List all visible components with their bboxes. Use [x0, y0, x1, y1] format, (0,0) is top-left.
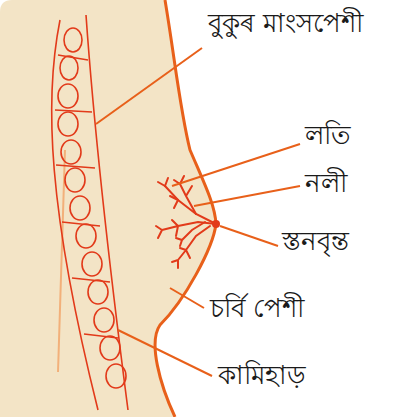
duct-label: নলী [305, 168, 347, 199]
nipple-label: স্তনবৃন্ত [282, 226, 349, 257]
body-outline [155, 0, 216, 417]
muscle-label: বুকুৰ মাংসপেশী [208, 8, 363, 39]
faint-line [58, 150, 65, 372]
leader-lines [96, 48, 300, 376]
rib-label: কামিহাড় [218, 360, 306, 391]
nipple [212, 220, 220, 228]
chest-muscle [52, 15, 128, 410]
milk-ducts [156, 176, 216, 268]
lobe-label: লতি [305, 120, 351, 151]
body-fill [0, 0, 216, 417]
fat-label: চৰ্বি পেশী [210, 293, 304, 324]
